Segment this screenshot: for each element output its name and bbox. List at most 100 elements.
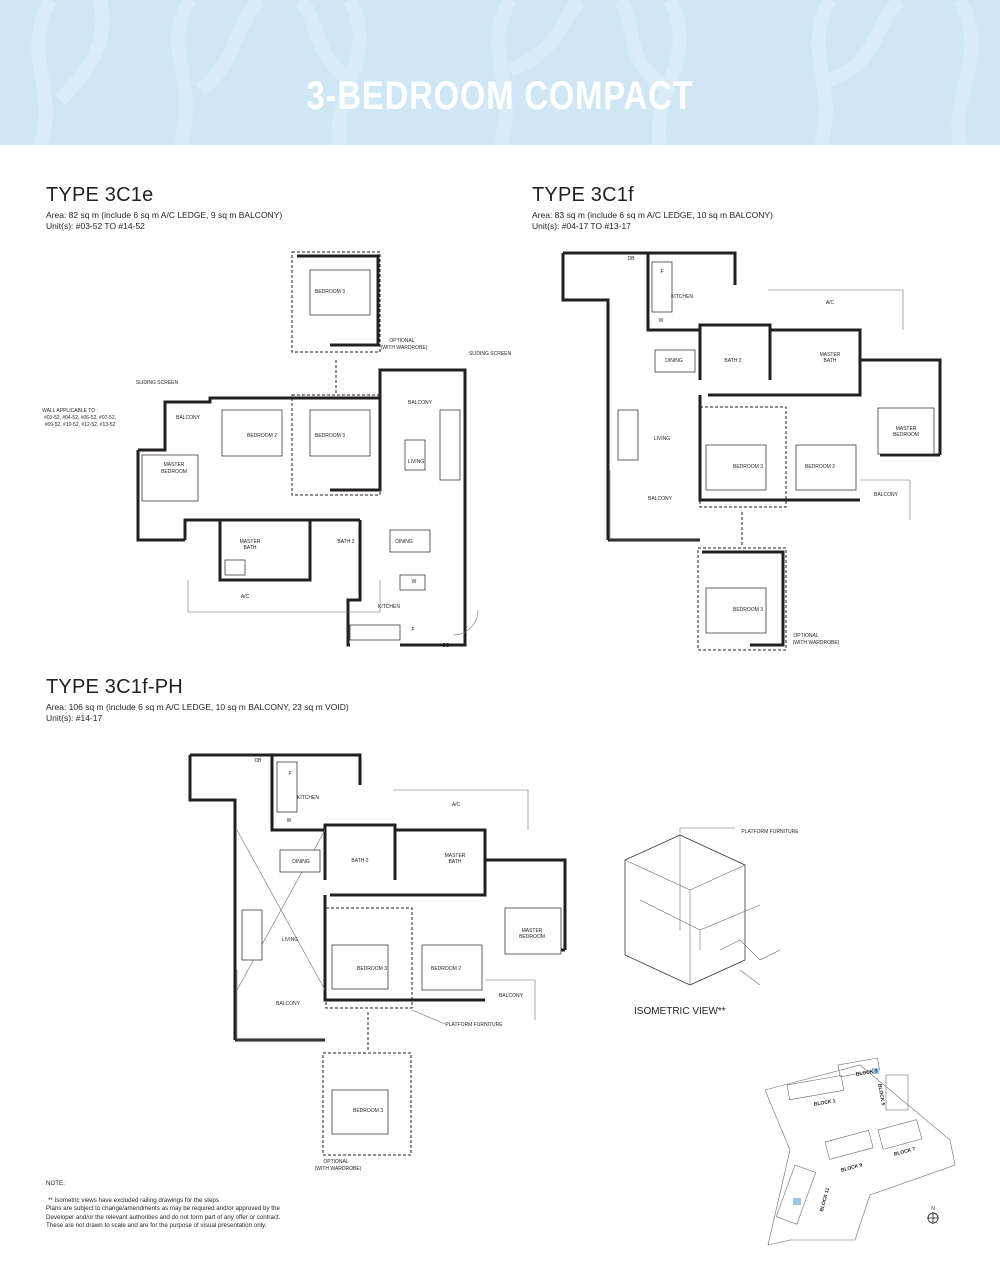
block-label: BLOCK 9	[840, 1162, 863, 1174]
room-label: MASTER	[820, 352, 841, 358]
header-banner: 3-BEDROOM COMPACT	[0, 0, 1000, 145]
north-arrow-icon: N	[927, 1206, 939, 1224]
room-label: BALCONY	[176, 415, 201, 421]
type-units: Unit(s): #04-17 TO #13-17	[532, 221, 631, 231]
unit-highlight	[793, 1198, 801, 1205]
room-label: BEDROOM 3	[733, 464, 763, 470]
key-plan: BLOCK 1 BLOCK 3 BLOCK 5 BLOCK 7 BLOCK 9 …	[764, 1057, 956, 1246]
type-3c1f-heading-block: TYPE 3C1f Area: 83 sq m (include 6 sq m …	[532, 184, 773, 232]
type-title: TYPE 3C1f-PH	[46, 676, 183, 698]
room-label: W	[412, 579, 417, 585]
room-label: BEDROOM 3	[315, 433, 345, 439]
room-label: F	[411, 627, 414, 633]
annotation: #03-52, #04-52, #06-52, #07-52,	[44, 415, 116, 421]
room-label: BEDROOM 3	[315, 289, 345, 295]
isometric-view-title: ISOMETRIC VIEW**	[634, 1006, 726, 1017]
room-label: DINING	[292, 859, 310, 865]
annotation: OPTIONAL	[323, 1159, 349, 1165]
room-label: KITCHEN	[378, 604, 400, 610]
page-title: 3-BEDROOM COMPACT	[306, 74, 694, 118]
block-outlines	[775, 1057, 923, 1225]
note-line: Plans are subject to change/amendments a…	[46, 1205, 280, 1213]
note-line: ** Isometric views have excluded railing…	[48, 1196, 219, 1204]
note-line: These are not drawn to scale and are for…	[46, 1222, 267, 1230]
block-label: BLOCK 11	[819, 1187, 831, 1212]
room-label: MASTER	[240, 539, 261, 545]
type-title: TYPE 3C1e	[46, 184, 154, 206]
type-units: Unit(s): #14-17	[46, 713, 103, 723]
floor-plan-3c1f: DB F KITCHEN W A/C DINING BATH 2 MASTER …	[561, 251, 942, 651]
room-label: F	[288, 771, 291, 777]
room-label: BEDROOM 2	[805, 464, 835, 470]
type-units: Unit(s): #03-52 TO #14-52	[46, 221, 145, 231]
room-label: LIVING	[654, 436, 671, 442]
room-label: DB	[443, 643, 451, 649]
annotation: SLIDING SCREEN	[469, 351, 512, 357]
room-label: DINING	[665, 358, 683, 364]
optional-bedroom-outline	[291, 251, 381, 353]
room-label: LIVING	[408, 459, 425, 465]
room-label: MASTER	[522, 928, 543, 934]
room-label: A/C	[241, 594, 250, 600]
block-label: BLOCK 7	[893, 1146, 916, 1158]
notes: NOTE: ** Isometric views have excluded r…	[46, 1180, 280, 1231]
floor-plan-3c1e: BEDROOM 3 OPTIONAL (WITH WARDROBE) SLIDI…	[42, 251, 512, 649]
type-3c1f-ph-heading-block: TYPE 3C1f-PH Area: 106 sq m (include 6 s…	[46, 676, 349, 724]
block-label: BLOCK 1	[813, 1098, 836, 1108]
tree-pattern-decoration	[31, 0, 979, 145]
room-label: KITCHEN	[297, 795, 319, 801]
room-label: BALCONY	[874, 492, 899, 498]
room-label: F	[660, 269, 663, 275]
room-label: BALCONY	[408, 400, 433, 406]
annotation: (WITH WARDROBE)	[793, 640, 840, 646]
floor-plan-3c1f-ph: DB F KITCHEN W A/C DINING BATH 2 MASTER …	[188, 753, 567, 1172]
room-label: BALCONY	[499, 993, 524, 999]
room-label: BATH 2	[351, 858, 368, 864]
room-label: BATH 2	[337, 539, 354, 545]
room-label: DB	[255, 758, 263, 764]
isometric-view-drawing: PLATFORM FURNITURE	[624, 827, 799, 986]
north-label: N	[931, 1206, 935, 1212]
room-label: LIVING	[282, 937, 299, 943]
block-label: BLOCK 3	[855, 1068, 878, 1078]
type-area: Area: 83 sq m (include 6 sq m A/C LEDGE,…	[532, 210, 773, 220]
room-label: BEDROOM	[519, 934, 545, 940]
room-label: BEDROOM 3	[733, 607, 763, 613]
room-label: BEDROOM 2	[247, 433, 277, 439]
annotation: (WITH WARDROBE)	[381, 345, 428, 351]
room-label: KITCHEN	[671, 294, 693, 300]
annotation: SLIDING SCREEN	[136, 380, 179, 386]
annotation: OPTIONAL	[389, 338, 415, 344]
block-label: BLOCK 5	[876, 1083, 886, 1106]
room-label: W	[659, 318, 664, 324]
room-label: BALCONY	[276, 1001, 301, 1007]
room-label: BEDROOM 3	[353, 1108, 383, 1114]
room-label: MASTER	[445, 853, 466, 859]
room-label: A/C	[452, 802, 461, 808]
annotation: #09-52, #10-52, #12-52, #13-52	[45, 422, 116, 428]
room-label: MASTER	[896, 426, 917, 432]
unit-highlight	[872, 1068, 879, 1074]
room-label: BEDROOM 3	[357, 966, 387, 972]
annotation: (WITH WARDROBE)	[315, 1166, 362, 1172]
annotation: WALL APPLICABLE TO :	[42, 408, 98, 414]
note-line: Developer and/or the relevant authoritie…	[46, 1213, 281, 1221]
room-label: DINING	[395, 539, 413, 545]
annotation: OPTIONAL	[793, 633, 819, 639]
room-label: A/C	[826, 300, 835, 306]
room-label: BATH 2	[724, 358, 741, 364]
type-title: TYPE 3C1f	[532, 184, 634, 206]
room-label: DB	[628, 256, 636, 262]
room-label: BATH	[449, 859, 462, 865]
room-label: BEDROOM	[893, 432, 919, 438]
type-area: Area: 82 sq m (include 6 sq m A/C LEDGE,…	[46, 210, 283, 220]
room-label: W	[287, 818, 292, 824]
annotation: PLATFORM FURNITURE	[445, 1022, 503, 1028]
room-label: BATH	[824, 358, 837, 364]
note-heading: NOTE:	[46, 1180, 65, 1187]
room-label: BEDROOM 2	[431, 966, 461, 972]
room-label: MASTER	[164, 462, 185, 468]
room-label: BATH	[244, 545, 257, 551]
annotation: PLATFORM FURNITURE	[741, 829, 799, 835]
